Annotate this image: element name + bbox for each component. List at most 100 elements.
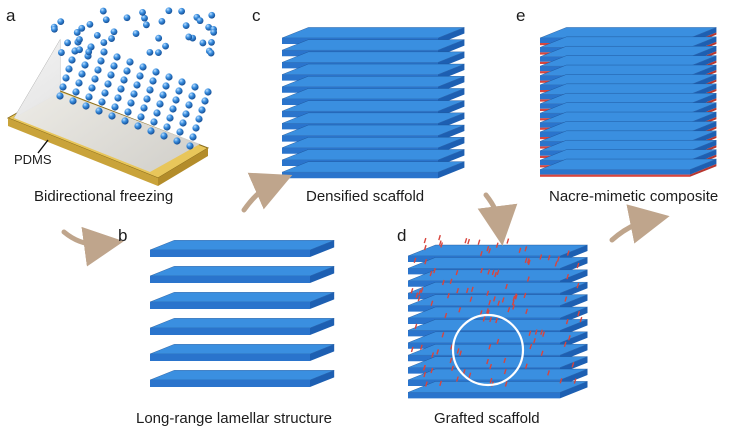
ice-particle bbox=[192, 124, 200, 132]
ice-particle bbox=[58, 49, 65, 56]
graft-chain bbox=[488, 299, 492, 306]
graft-chain bbox=[419, 344, 423, 350]
graft-chain bbox=[494, 271, 498, 278]
graft-chain bbox=[424, 381, 428, 387]
ice-particle bbox=[72, 88, 80, 96]
graft-chain bbox=[420, 287, 424, 293]
ice-particle bbox=[165, 7, 173, 15]
arrow-a-to-b bbox=[61, 226, 124, 267]
graft-chain bbox=[505, 283, 508, 290]
ice-particle bbox=[126, 58, 134, 66]
ice-particle bbox=[64, 39, 71, 47]
ice-particle bbox=[132, 30, 140, 37]
graft-chain bbox=[556, 256, 560, 262]
graft-chain bbox=[414, 323, 418, 330]
zoom-circle bbox=[451, 313, 525, 387]
ice-particle bbox=[149, 77, 157, 85]
graft-chain bbox=[458, 307, 462, 313]
ice-particle bbox=[121, 117, 129, 125]
ice-particle bbox=[110, 28, 118, 36]
graft-chain bbox=[518, 247, 522, 253]
graft-chain bbox=[496, 338, 500, 345]
ice-particle bbox=[120, 76, 128, 84]
ice-particle bbox=[95, 107, 103, 115]
ice-particle bbox=[86, 20, 94, 28]
ice-particle bbox=[160, 132, 168, 140]
graft-chain bbox=[487, 269, 491, 275]
panel-letter-d: d bbox=[397, 226, 407, 245]
ice-particle bbox=[107, 71, 115, 79]
ice-particle bbox=[123, 67, 131, 75]
graft-chain bbox=[465, 287, 469, 294]
ice-particle bbox=[85, 93, 93, 101]
graft-chain bbox=[470, 286, 474, 293]
ice-particle bbox=[108, 35, 115, 42]
graft-chain bbox=[524, 363, 528, 369]
ice-particle bbox=[185, 101, 193, 109]
ice-particle bbox=[199, 39, 207, 47]
ice-particle bbox=[108, 112, 116, 120]
ice-particle bbox=[172, 96, 180, 104]
graft-chain bbox=[576, 282, 580, 289]
ice-particle bbox=[158, 17, 166, 25]
ice-particle bbox=[176, 128, 184, 136]
ice-particle bbox=[136, 72, 144, 80]
graft-chain bbox=[540, 329, 543, 335]
ice-particle bbox=[198, 106, 206, 114]
graft-chain bbox=[506, 238, 510, 244]
ice-particle bbox=[143, 95, 151, 103]
graft-chain bbox=[450, 344, 453, 350]
graft-chain bbox=[579, 316, 583, 323]
graft-chain bbox=[486, 245, 490, 252]
graft-chain bbox=[410, 288, 414, 294]
graft-chain bbox=[451, 365, 454, 372]
ice-particle bbox=[186, 142, 194, 150]
graft-chain bbox=[444, 312, 448, 319]
graft-chain bbox=[410, 346, 414, 353]
graft-chain bbox=[533, 338, 536, 344]
ice-particle bbox=[208, 11, 216, 19]
ice-particle bbox=[178, 7, 186, 15]
graft-chain bbox=[566, 250, 570, 256]
graft-chain bbox=[467, 238, 471, 245]
ice-particle bbox=[147, 127, 155, 135]
graft-chain bbox=[525, 308, 529, 315]
graft-chain bbox=[469, 296, 473, 302]
graft-chain bbox=[547, 255, 551, 261]
ice-particles bbox=[50, 7, 218, 150]
graft-chain bbox=[430, 367, 434, 374]
ice-particle bbox=[156, 100, 164, 108]
graft-chain bbox=[423, 371, 427, 378]
caption-d: Grafted scaffold bbox=[434, 410, 540, 427]
graft-chain bbox=[511, 300, 515, 306]
graft-chain bbox=[534, 329, 538, 335]
graft-chain bbox=[528, 330, 532, 336]
graft-chain bbox=[464, 237, 468, 244]
graft-chain bbox=[554, 261, 558, 267]
ice-particle bbox=[155, 34, 163, 42]
graft-chain bbox=[497, 300, 501, 306]
graft-chain bbox=[577, 310, 581, 317]
ice-particle bbox=[175, 87, 183, 95]
panel-letter-e: e bbox=[516, 6, 526, 25]
ice-particle bbox=[133, 81, 141, 89]
ice-particle bbox=[113, 53, 121, 61]
ice-particle bbox=[189, 133, 197, 141]
graft-chain bbox=[423, 237, 427, 244]
graft-chain bbox=[430, 300, 434, 306]
ice-particle bbox=[178, 78, 186, 86]
graft-chain bbox=[527, 259, 531, 266]
graft-chain bbox=[486, 358, 489, 365]
pdms-pointer bbox=[37, 139, 49, 154]
graft-chain bbox=[504, 381, 508, 387]
ice-particle bbox=[104, 80, 112, 88]
graft-chain bbox=[571, 362, 575, 368]
ice-particle bbox=[207, 49, 215, 57]
pdms-base-side-right bbox=[158, 148, 208, 186]
ice-particle bbox=[210, 28, 218, 36]
ice-particle bbox=[93, 31, 101, 39]
graft-chain bbox=[503, 368, 507, 375]
graft-chains bbox=[410, 234, 583, 387]
graft-chain bbox=[512, 295, 516, 302]
